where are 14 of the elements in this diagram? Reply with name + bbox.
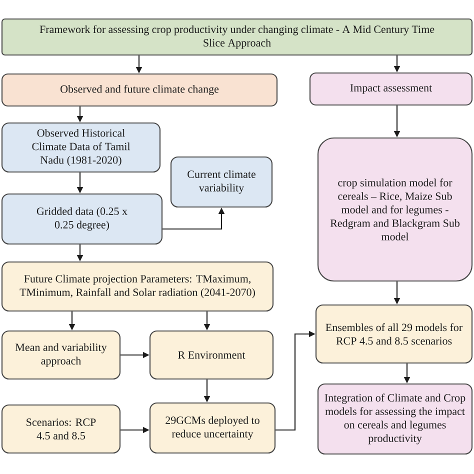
process-box: Future Climate projection Parameters: TMaximum, TMinimum, Rainfall and Solar radiation (2041-2070) [1,261,274,312]
header-box: Framework for assessing crop productivity under changing climate - A Mid Century Time Slice Approach [1,18,473,56]
process-box: Observed Historical Climate Data of Tamil Nadu (1981-2020) [1,122,161,173]
process-box: Scenarios: RCP 4.5 and 8.5 [1,404,121,454]
section-box: Observed and future climate change [1,73,278,107]
process-box: 29GCMs deployed to reduce uncertainty [149,402,276,454]
process-box: crop simulation model for cereals – Rice, Maize Sub model and for legumes - Redgram and Blackgram Sub model [317,137,473,282]
process-box: R Environment [149,330,274,380]
process-box: Integration of Climate and Crop models for assessing the impact on cereals and legumes productivity [317,383,473,455]
process-box: Current climate variability [170,156,273,208]
process-box: Mean and variability approach [1,330,121,380]
process-box: Ensembles of all 29 models for RCP 4.5 and 8.5 scenarios [315,304,473,364]
section-box: Impact assessment [309,72,473,106]
process-box: Gridded data (0.25 x 0.25 degree) [1,193,163,245]
